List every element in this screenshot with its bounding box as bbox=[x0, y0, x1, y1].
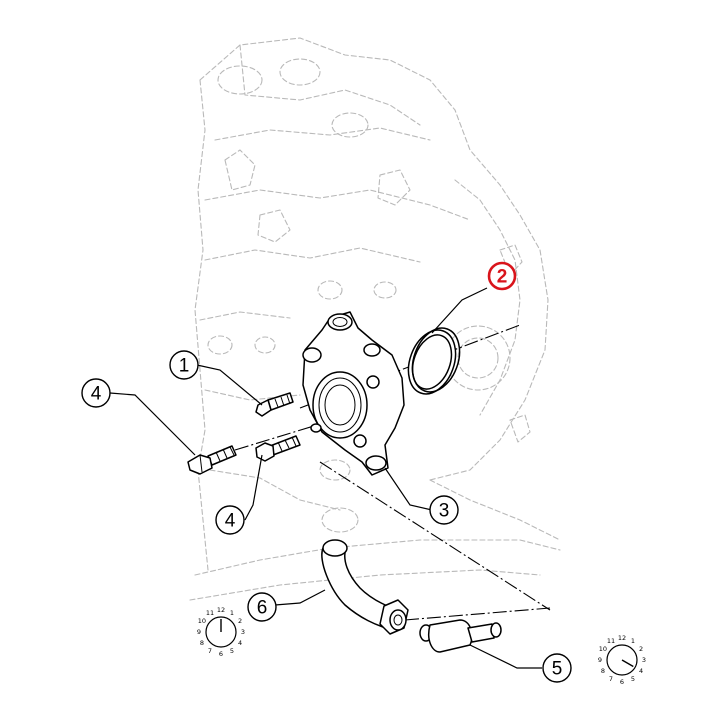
callout-5: 5 bbox=[542, 653, 572, 683]
callout-circle bbox=[215, 505, 245, 535]
callout-label: 2 bbox=[497, 267, 508, 288]
housing-part bbox=[302, 311, 405, 476]
dial-numeral: 12 bbox=[618, 634, 626, 642]
dial-numeral: 5 bbox=[230, 647, 234, 655]
dial-numeral: 9 bbox=[197, 628, 201, 636]
hose-part bbox=[321, 539, 409, 635]
callout-label: 5 bbox=[552, 659, 563, 680]
dial-numeral: 11 bbox=[206, 609, 214, 617]
dial-numeral: 6 bbox=[219, 650, 223, 658]
dial-numeral: 10 bbox=[198, 617, 206, 625]
dial-numeral: 4 bbox=[238, 639, 242, 647]
callout-circle bbox=[247, 592, 277, 622]
dial-numeral: 7 bbox=[609, 675, 613, 683]
callout-circle bbox=[169, 350, 199, 380]
callout-label: 4 bbox=[225, 511, 236, 532]
dial-numeral: 4 bbox=[639, 667, 643, 675]
callout-3: 3 bbox=[429, 495, 459, 525]
leader-lines bbox=[109, 287, 542, 669]
callout-label: 3 bbox=[439, 501, 450, 522]
dial-numeral: 8 bbox=[601, 667, 605, 675]
bolt-part-1 bbox=[255, 392, 294, 417]
dial-numeral: 10 bbox=[599, 645, 607, 653]
o-ring-part bbox=[407, 327, 461, 395]
dial-numeral: 7 bbox=[208, 647, 212, 655]
bolt-part-4a bbox=[187, 445, 237, 475]
dial-numeral: 11 bbox=[607, 637, 615, 645]
dial-numeral: 2 bbox=[238, 617, 242, 625]
callout-circle bbox=[429, 495, 459, 525]
callout-label: 4 bbox=[91, 384, 102, 405]
dial-hand bbox=[621, 659, 634, 668]
dial-numeral: 5 bbox=[631, 675, 635, 683]
callout-circle bbox=[542, 653, 572, 683]
dial-numeral: 3 bbox=[642, 656, 646, 664]
callout-4b: 4 bbox=[215, 505, 245, 535]
callout-label: 1 bbox=[179, 356, 190, 377]
bolt-part-4b bbox=[255, 435, 301, 462]
dial-numeral: 12 bbox=[217, 606, 225, 614]
dial-numeral: 3 bbox=[241, 628, 245, 636]
dial-numeral: 8 bbox=[200, 639, 204, 647]
fitting-part bbox=[419, 619, 502, 653]
callout-label: 6 bbox=[257, 598, 268, 619]
callout-2: 2 bbox=[487, 261, 517, 291]
dial-numeral: 9 bbox=[598, 656, 602, 664]
callout-circle bbox=[81, 378, 111, 408]
dial-numeral: 1 bbox=[631, 637, 635, 645]
callout-6: 6 bbox=[247, 592, 277, 622]
callout-4a: 4 bbox=[81, 378, 111, 408]
callout-1: 1 bbox=[169, 350, 199, 380]
dial-numeral: 2 bbox=[639, 645, 643, 653]
dial-numeral: 6 bbox=[620, 678, 624, 686]
engine-block-outline bbox=[189, 37, 561, 601]
callout-circle bbox=[487, 261, 517, 291]
dial-numeral: 1 bbox=[230, 609, 234, 617]
